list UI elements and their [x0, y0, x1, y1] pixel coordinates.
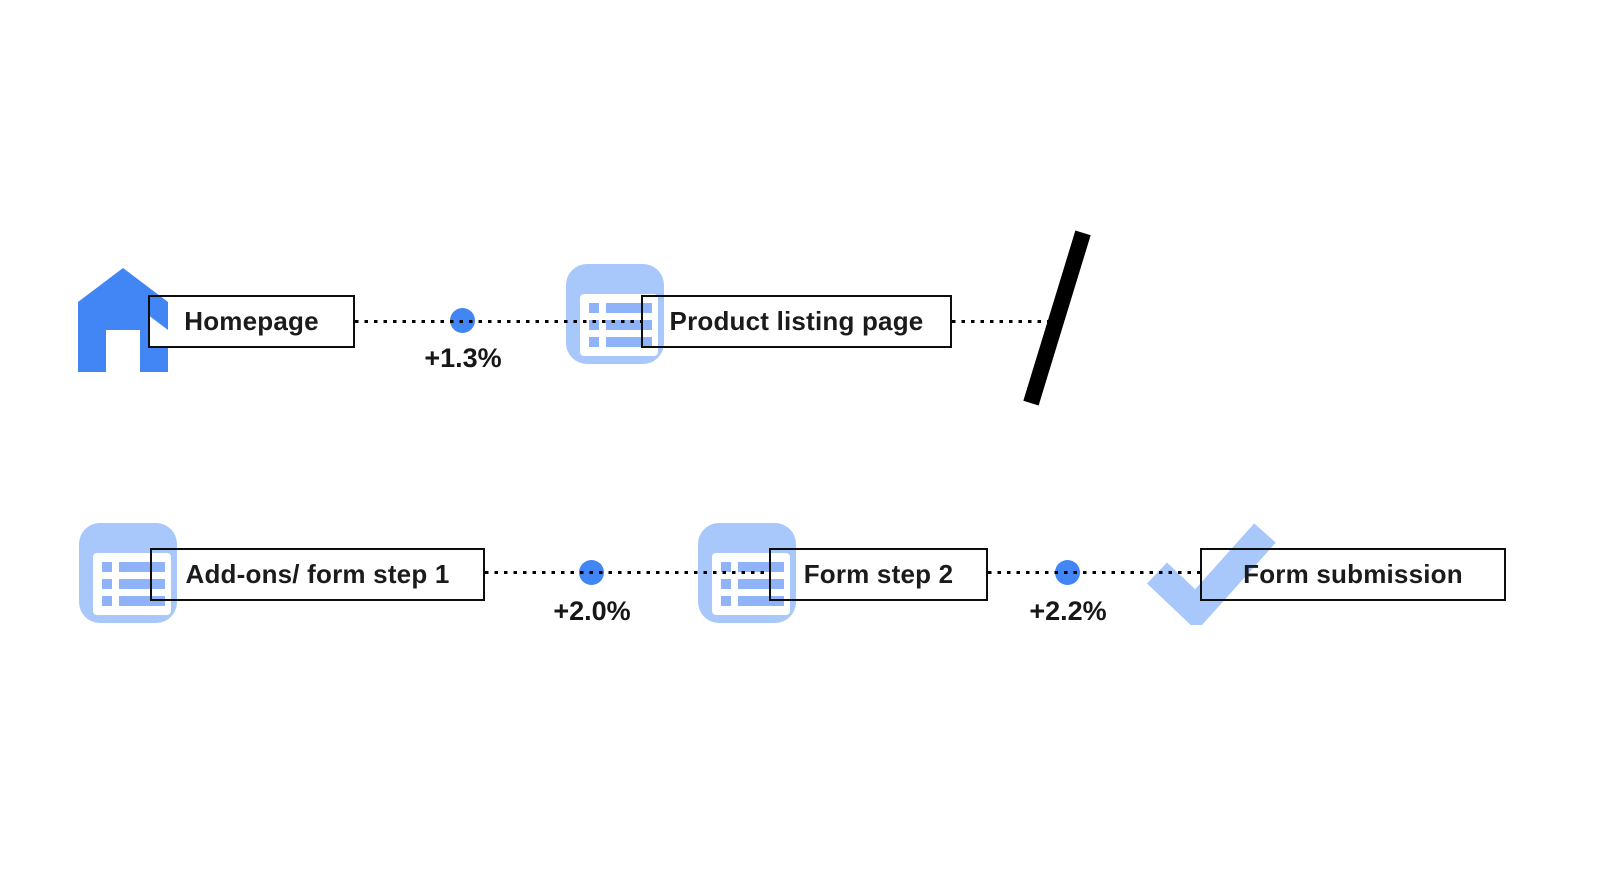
step-label: Product listing page [669, 306, 924, 336]
list-icon [566, 264, 664, 364]
homepage-step-box: Homepage [148, 295, 355, 348]
check-icon [1147, 523, 1276, 625]
step-label: Homepage [184, 306, 319, 336]
flow-break-slash-icon [1023, 230, 1091, 406]
home-icon-body [78, 294, 168, 372]
delta-label: +2.0% [553, 596, 631, 626]
delta-label: +1.3% [424, 343, 502, 373]
connector-line [355, 320, 641, 323]
connector-line [988, 571, 1202, 574]
addons-box-fill [150, 548, 485, 601]
product-listing-step-box: Product listing page [641, 295, 952, 348]
form-step2-step-box: Form step 2 [769, 548, 988, 601]
product-listing-box-fill [641, 295, 952, 348]
addons-step-box: Add-ons/ form step 1 [150, 548, 485, 601]
step-label: Form step 2 [803, 559, 954, 589]
form-submission-step-box: Form submission [1200, 548, 1506, 601]
step-label: Form submission [1243, 559, 1463, 589]
form-step2-box-fill [769, 548, 988, 601]
home-icon [78, 268, 168, 330]
delta-label: +2.2% [1029, 596, 1107, 626]
homepage-box-fill [148, 295, 355, 348]
step-label: Add-ons/ form step 1 [185, 559, 450, 589]
connector-line [952, 320, 1052, 323]
connector-line [485, 571, 769, 574]
